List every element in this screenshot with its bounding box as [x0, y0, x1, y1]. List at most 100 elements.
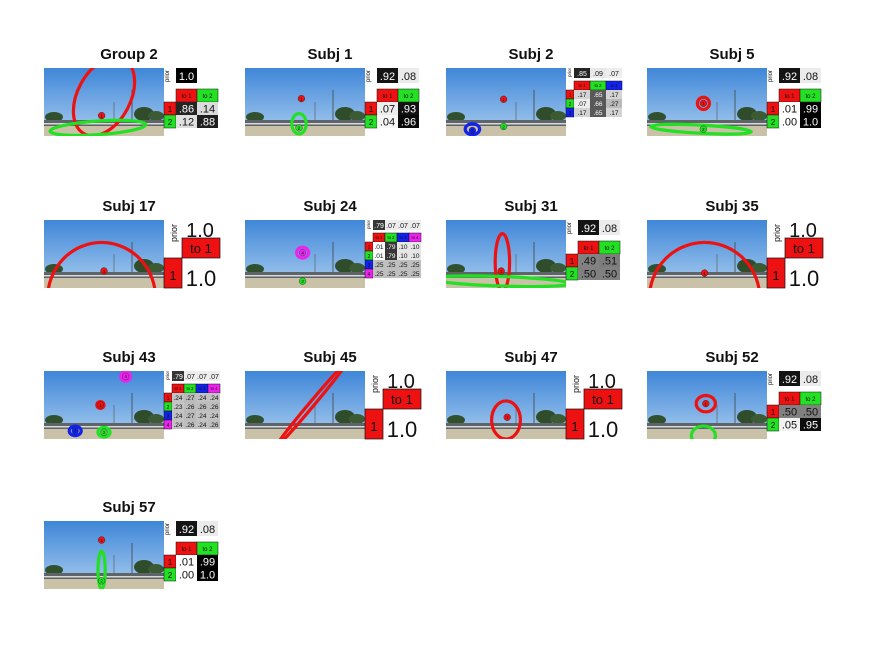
state-row-label: 1 — [571, 419, 578, 434]
prior-cell — [590, 68, 606, 78]
subplot-title: Subj 24 — [303, 198, 357, 215]
cluster-ellipse — [649, 122, 753, 136]
state-row-label-cell — [364, 408, 384, 440]
transition-cell — [172, 411, 184, 420]
transition-value: .24 — [209, 395, 218, 402]
prior-cell — [409, 220, 421, 230]
cluster-center-marker — [700, 269, 709, 277]
prior-value: .08 — [602, 223, 617, 235]
prior-value: 1.0 — [789, 220, 817, 242]
transition-cell — [409, 269, 421, 278]
cluster-center-marker — [499, 122, 508, 131]
transition-value: 1.0 — [789, 266, 820, 291]
prior-value: .07 — [209, 374, 219, 381]
tree-icon — [148, 414, 164, 424]
cluster-ellipse — [695, 95, 712, 112]
ground-band — [446, 126, 566, 136]
prior-value: .07 — [609, 71, 619, 78]
tree-icon — [246, 415, 264, 425]
state-header-label: to 1 — [583, 246, 594, 252]
state-row-label-cell — [766, 257, 786, 289]
transition-value: .79 — [386, 253, 395, 260]
state-header-cell — [181, 237, 221, 259]
transition-value: .07 — [577, 101, 586, 108]
prior-label: prior — [165, 370, 170, 380]
subplot-title: Subj 47 — [504, 349, 558, 366]
scene-image: 1 — [647, 371, 767, 439]
prior-cell — [176, 521, 197, 536]
subplot-title: Subj 35 — [705, 198, 759, 215]
transition-cell — [574, 108, 590, 117]
transition-cell — [409, 251, 421, 260]
state-header-label: to 3 — [611, 83, 619, 88]
tree-icon — [648, 415, 666, 425]
transition-value: .27 — [185, 413, 194, 420]
prior-cell — [800, 371, 821, 386]
transition-cell — [409, 260, 421, 269]
transition-value: .24 — [173, 413, 182, 420]
transition-cell — [176, 555, 197, 568]
transition-cell — [385, 242, 397, 251]
prior-label: prior — [768, 373, 774, 385]
prior-value: .07 — [197, 374, 207, 381]
prior-label: prior — [366, 219, 371, 229]
prior-cell — [197, 68, 218, 83]
state-row-label: 4 — [167, 423, 170, 429]
prior-label: prior — [366, 70, 372, 82]
prior-cell — [176, 68, 197, 83]
prior-cell — [779, 68, 800, 83]
transition-cell — [176, 102, 197, 115]
transition-value: .00 — [179, 570, 194, 582]
transition-cell — [208, 420, 220, 429]
cluster-center-marker — [71, 427, 79, 435]
cluster-center-marker — [97, 577, 106, 585]
cluster-center-label: 3 — [471, 128, 474, 133]
transition-value: .99 — [200, 557, 215, 569]
prior-cell — [385, 220, 397, 230]
transition-cell — [197, 555, 218, 568]
cluster-ellipse — [272, 371, 350, 439]
transition-value: 1.0 — [588, 417, 619, 442]
transition-value: .10 — [398, 244, 407, 251]
transition-value: .65 — [593, 92, 602, 99]
cluster-center-marker — [699, 99, 708, 107]
tree-icon — [148, 564, 164, 574]
ground-band — [647, 429, 767, 439]
cluster-ellipse — [694, 393, 717, 414]
transition-value: .96 — [401, 117, 416, 129]
prior-value: .92 — [581, 223, 596, 235]
transition-value: .51 — [602, 256, 617, 268]
tree-icon — [45, 415, 63, 425]
cluster-center-label: 2 — [103, 430, 106, 435]
cluster-ellipse — [490, 399, 522, 439]
state-header-label: to 1 — [181, 94, 192, 100]
state-row-label-cell — [565, 408, 585, 440]
ground-band — [647, 278, 767, 288]
prior-value: 1.0 — [186, 220, 214, 242]
cluster-ellipse — [48, 118, 148, 136]
transition-cell — [409, 242, 421, 251]
state-header-cell — [583, 388, 623, 410]
transition-cell — [779, 418, 800, 431]
road-rail — [44, 123, 164, 125]
transition-cell — [172, 420, 184, 429]
prior-value: .07 — [185, 374, 195, 381]
prior-value: .79 — [374, 223, 384, 230]
transition-value: .24 — [197, 413, 206, 420]
cluster-center-marker — [96, 401, 105, 409]
prior-cell — [606, 68, 622, 78]
cluster-ellipse — [463, 122, 482, 136]
state-header-cell — [382, 388, 422, 410]
transition-value: .17 — [577, 92, 586, 99]
tree-icon — [349, 414, 365, 424]
cluster-ellipse — [67, 424, 83, 438]
transition-cell — [800, 418, 821, 431]
state-header-label: to 2 — [187, 386, 195, 391]
cluster-center-label: 4 — [124, 374, 127, 379]
